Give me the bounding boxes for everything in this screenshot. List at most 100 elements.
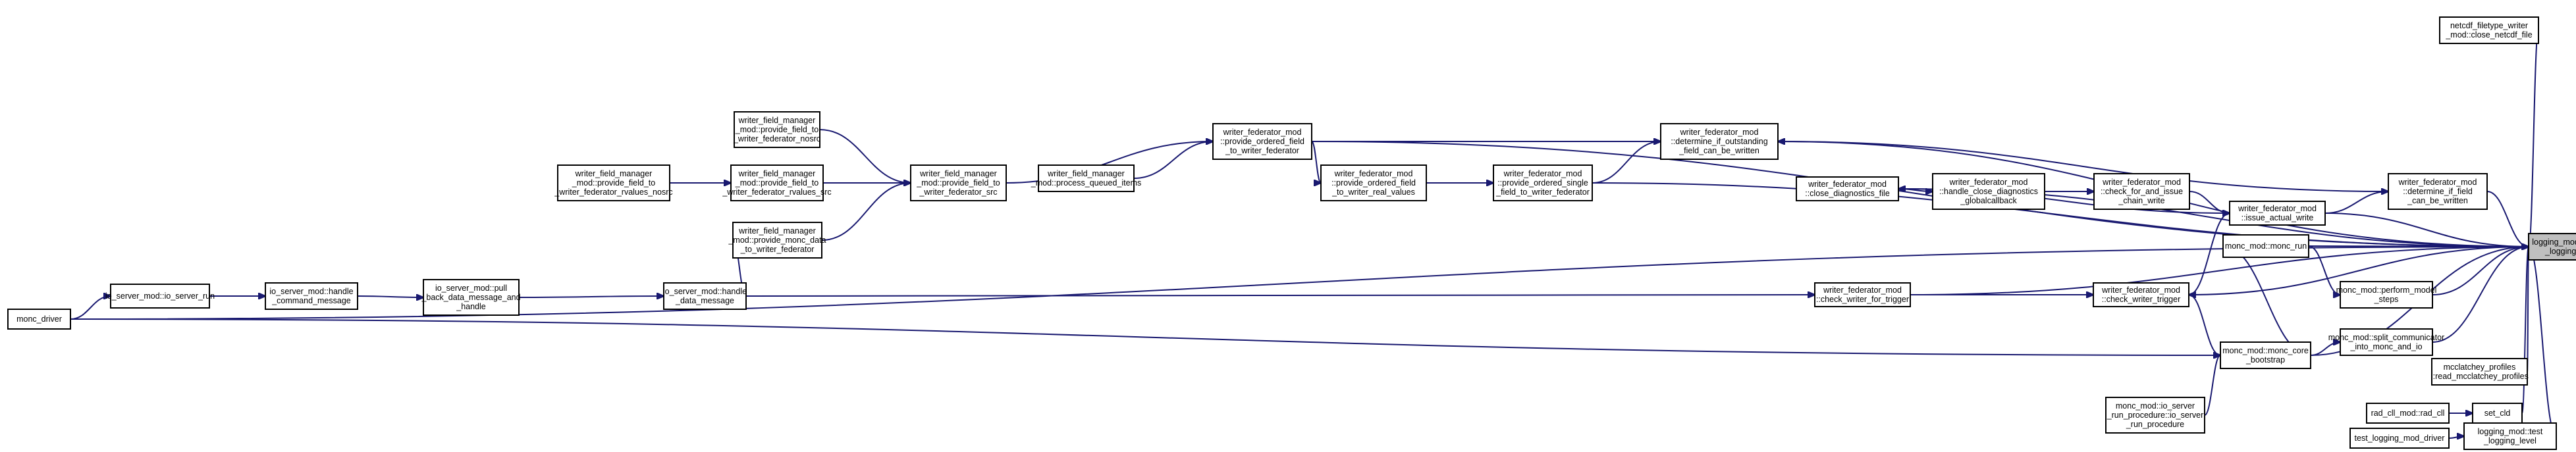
edge-check_for_trigger-to-logging [1910, 247, 2529, 295]
node-label-line: _steps [2374, 295, 2399, 304]
edge-monc_driver-to-monc_core [70, 318, 2220, 355]
node-label-line: logging_mod::log_get [2532, 238, 2576, 247]
node-io-run[interactable]: io_server_mod::io_server_run [105, 284, 215, 309]
node-label-line: _mod::provide_field_to [735, 125, 819, 134]
edge-test_logging-to-logging [2529, 247, 2557, 437]
node-handle-close[interactable]: writer_federator_mod::handle_close_diagn… [1932, 173, 2045, 210]
node-label-line: _chain_write [2118, 196, 2164, 205]
node-label-line: _run_procedure [2126, 420, 2184, 429]
node-det-if-out[interactable]: writer_federator_mod::determine_if_outst… [1660, 123, 1779, 160]
edge-split_comm-to-logging [2432, 247, 2529, 343]
node-label-line: netcdf_filetype_writer [2450, 21, 2528, 30]
edge-monc_core-to-split_comm [2310, 342, 2340, 356]
edge-prov_ord_single-to-logging [1592, 182, 2529, 247]
edge-det_if_field-to-det_if_out [1778, 141, 2389, 192]
node-prov-ord-single[interactable]: writer_federator_mod::provide_ordered_si… [1493, 164, 1593, 201]
node-box [2463, 422, 2557, 450]
node-label-line: _can_be_written [2407, 196, 2468, 205]
node-label-line: mcclatchey_profiles [2444, 363, 2516, 372]
node-label-line: _bootstrap [2245, 355, 2285, 364]
node-set-cld[interactable]: set_cld [2472, 403, 2523, 424]
node-box [2366, 403, 2450, 424]
node-label-line: _globalcallback [1960, 196, 2017, 205]
node-box [1212, 123, 1312, 160]
node-box [2439, 16, 2539, 44]
node-label-line: ::provide_ordered_single [1497, 178, 1588, 188]
node-mcc-read[interactable]: mcclatchey_profiles::read_mcclatchey_pro… [2430, 358, 2529, 386]
node-label-line: monc_mod::monc_core [2222, 346, 2309, 355]
node-prov-ord-real[interactable]: writer_federator_mod::provide_ordered_fi… [1320, 164, 1427, 201]
node-label-line: _mod::provide_field_to [735, 178, 819, 188]
node-test-logging[interactable]: logging_mod::test_logging_level [2463, 422, 2557, 450]
node-handle-cmd[interactable]: io_server_mod::handle_command_message [265, 282, 358, 310]
node-label-line: writer_field_manager [738, 226, 816, 236]
node-label-line: _to_writer_federator [740, 245, 815, 254]
node-issue-actual[interactable]: writer_federator_mod::issue_actual_write [2229, 201, 2326, 226]
node-box [423, 279, 520, 316]
node-handle-data[interactable]: io_server_mod::handle_data_message [663, 282, 747, 310]
node-label-line: test_logging_mod_driver [2355, 434, 2445, 443]
node-monc-run[interactable]: monc_mod::monc_run [2222, 234, 2309, 258]
node-box [732, 222, 822, 259]
edge-netcdf-to-logging [2529, 30, 2539, 247]
node-io-server-run-proc[interactable]: monc_mod::io_server_run_procedure::io_se… [2105, 397, 2205, 434]
node-det-if-field[interactable]: writer_federator_mod::determine_if_field… [2388, 173, 2488, 210]
node-monc-driver[interactable]: monc_driver [7, 309, 71, 330]
node-label-line: writer_federator_mod [1808, 180, 1887, 189]
node-label-line: _writer_federator_rvalues_nosrc [554, 188, 672, 197]
node-label-line: writer_federator_mod [2398, 178, 2477, 187]
node-check-trigger[interactable]: writer_federator_mod::check_writer_trigg… [2093, 282, 2189, 307]
node-logging[interactable]: logging_mod::log_get_logging_level [2528, 233, 2576, 261]
node-label-line: ::provide_ordered_field [1220, 137, 1304, 146]
node-test-driver[interactable]: test_logging_mod_driver [2349, 428, 2450, 449]
edge-check_issue-to-issue_actual [2189, 191, 2230, 213]
node-label-line: _logging_level [2483, 436, 2536, 445]
node-label-line: writer_field_manager [738, 169, 816, 178]
node-prov-ord-field[interactable]: writer_federator_mod::provide_ordered_fi… [1212, 123, 1312, 160]
call-nodes: logging_mod::log_get_logging_levelnetcdf… [7, 16, 2576, 450]
node-box [1493, 164, 1593, 201]
node-split-comm[interactable]: monc_mod::split_communicator_into_monc_a… [2328, 328, 2444, 356]
node-label-line: _command_message [271, 296, 351, 305]
node-label-line: writer_federator_mod [1680, 128, 1759, 137]
node-label-line: io_server_mod::handle [269, 287, 353, 296]
edge-io_server_run_proc-to-monc_core [2204, 355, 2220, 416]
node-prov-field-src[interactable]: writer_field_manager_mod::provide_field_… [910, 164, 1007, 201]
edge-prov_ord_field-to-prov_ord_real [1311, 141, 1321, 183]
node-box [2229, 201, 2326, 226]
node-prov-monc[interactable]: writer_field_manager_mod::provide_monc_d… [728, 222, 826, 259]
node-label-line: _data_message [675, 296, 734, 305]
node-pull-back[interactable]: io_server_mod::pull_back_data_message_an… [421, 279, 521, 316]
node-prov-field-rv-nosrc[interactable]: writer_field_manager_mod::provide_field_… [554, 164, 673, 201]
edge-monc_driver-to-io_run [70, 296, 111, 320]
node-monc-core[interactable]: monc_mod::monc_core_bootstrap [2220, 341, 2311, 369]
node-rad-cll[interactable]: rad_cll_mod::rad_cll [2366, 403, 2450, 424]
node-label-line: logging_mod::test [2478, 427, 2543, 436]
node-label-line: ::check_for_and_issue [2101, 187, 2183, 196]
edge-det_if_field-to-logging [2486, 191, 2529, 247]
node-prov-field-nosrc[interactable]: writer_field_manager_mod::provide_field_… [733, 111, 820, 148]
node-label-line: _to_writer_federator [1225, 146, 1299, 155]
node-label-line: writer_federator_mod [1334, 169, 1413, 178]
node-label-line: _mod::provide_monc_data [728, 236, 826, 245]
node-prov-field-rv-src[interactable]: writer_field_manager_mod::provide_field_… [722, 164, 832, 201]
node-label-line: ::check_writer_for_trigger [1816, 295, 1909, 304]
node-box [2105, 397, 2205, 434]
node-check-for-trigger[interactable]: writer_federator_mod::check_writer_for_t… [1814, 282, 1911, 307]
node-label-line: _run_procedure::io_server [2106, 411, 2204, 420]
node-label-line: io_server_mod::pull [435, 284, 507, 293]
node-process-queued[interactable]: writer_field_manager_mod::process_queued… [1031, 164, 1141, 192]
node-netcdf[interactable]: netcdf_filetype_writer_mod::close_netcdf… [2439, 16, 2539, 44]
node-box [1038, 164, 1135, 192]
node-label-line: ::issue_actual_write [2241, 213, 2314, 222]
node-box [2349, 428, 2450, 449]
node-box [1660, 123, 1779, 160]
node-label-line: writer_field_manager [919, 169, 997, 178]
node-perform-steps[interactable]: monc_mod::perform_model_steps [2336, 281, 2437, 309]
node-label-line: io_server_mod::io_server_run [105, 291, 215, 301]
node-close-diag[interactable]: writer_federator_mod::close_diagnostics_… [1796, 176, 1899, 201]
edge-monc_core-to-monc_run [2223, 246, 2311, 356]
edge-test_driver-to-test_logging [2448, 436, 2464, 438]
node-label-line: rad_cll_mod::rad_cll [2371, 409, 2445, 418]
node-check-issue[interactable]: writer_federator_mod::check_for_and_issu… [2093, 173, 2190, 210]
